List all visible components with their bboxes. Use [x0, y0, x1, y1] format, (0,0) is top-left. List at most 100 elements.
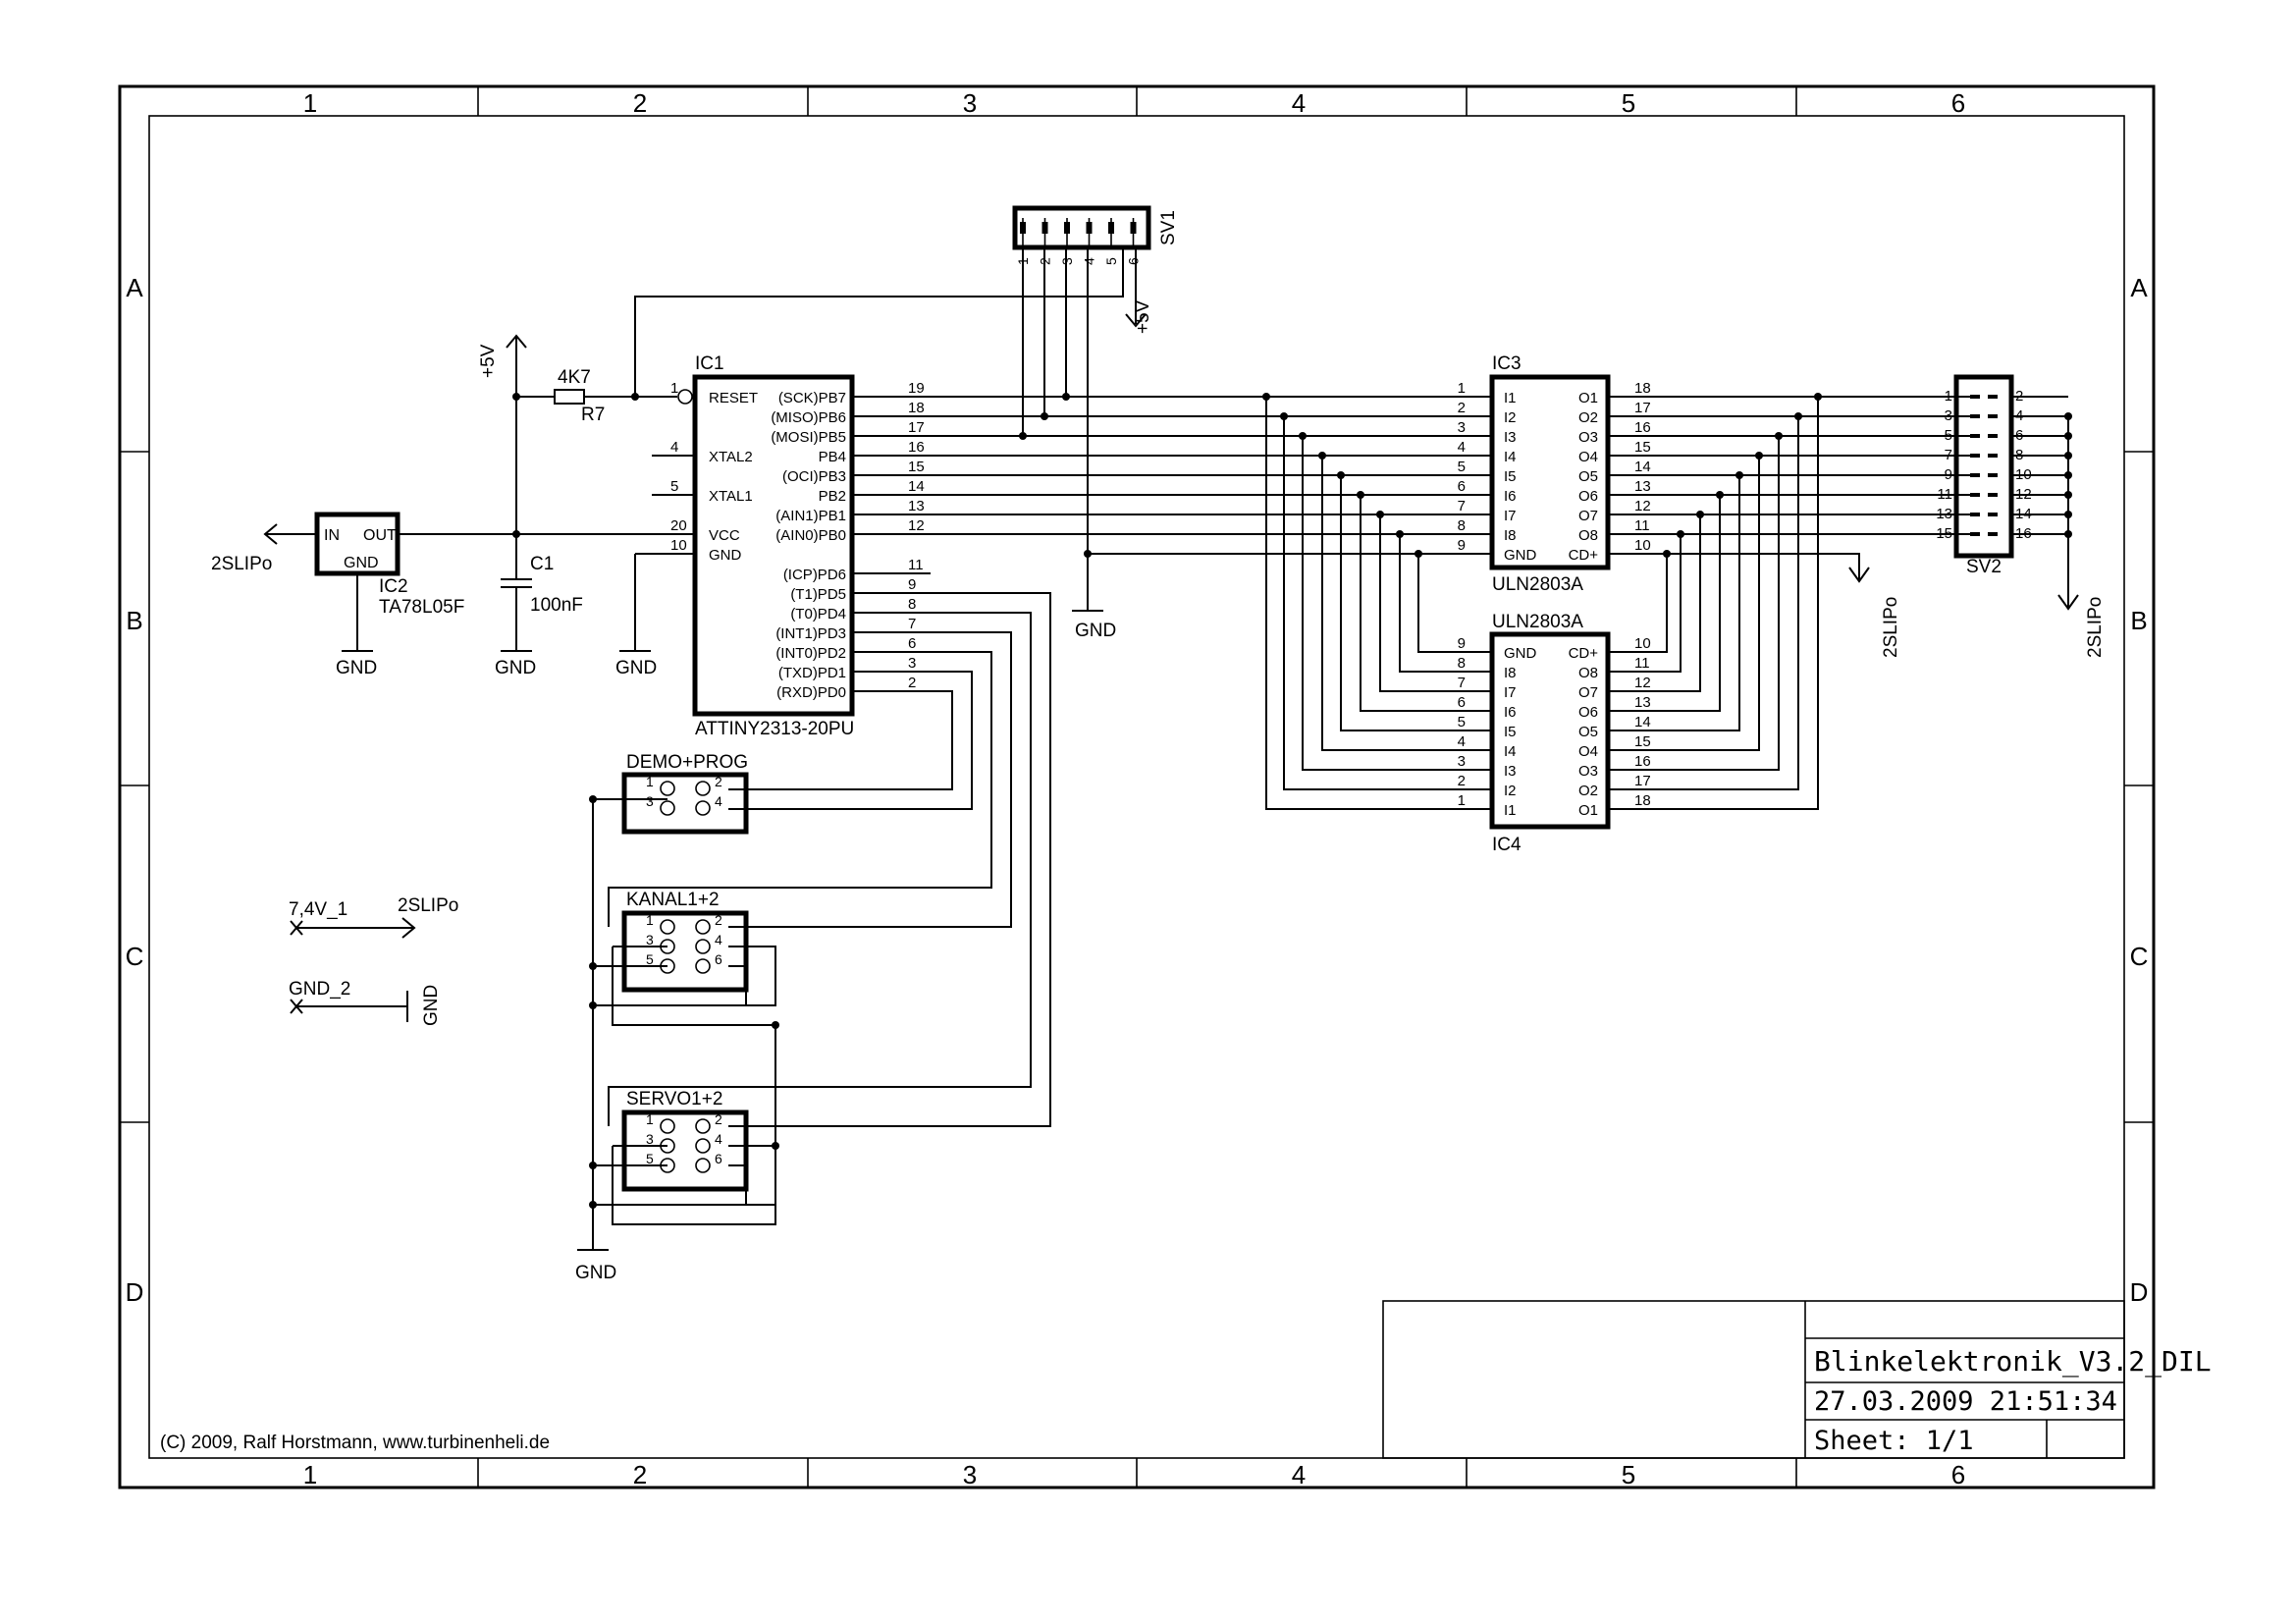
junction-dot — [1062, 393, 1070, 401]
ic3-pin-number: 18 — [1634, 380, 1651, 397]
gnd-label-ic2: GND — [336, 658, 377, 678]
ic1-pin-number: 2 — [908, 675, 916, 691]
ic1-pin-name: GND — [709, 547, 742, 564]
ic1-pin-name: (RXD)PD0 — [776, 684, 846, 701]
ic4-value: ULN2803A — [1492, 612, 1583, 632]
jumper-pad — [695, 919, 711, 935]
ic3-ref: IC3 — [1492, 353, 1522, 374]
jumper-pin-number: 2 — [715, 912, 722, 928]
ic3-pin-name: O5 — [1578, 468, 1598, 485]
ic3-pin-number: 13 — [1634, 478, 1651, 495]
net-gnd2-label: GND_2 — [289, 979, 350, 1000]
sv2-pin — [1988, 454, 1998, 458]
jumper-pin-number: 5 — [646, 951, 654, 967]
c1-value: 100nF — [530, 595, 583, 616]
junction-dot — [2064, 412, 2072, 420]
ic2-pin-gnd: GND — [344, 555, 379, 571]
ic3-pin-name: GND — [1504, 547, 1537, 564]
ic4-pin-name: I7 — [1504, 684, 1517, 701]
row-label: D — [126, 1277, 144, 1307]
ic4-pin-number: 14 — [1634, 714, 1651, 730]
junction-dot — [2064, 511, 2072, 518]
ic4-pin-number: 18 — [1634, 792, 1651, 809]
ic4-pin-number: 3 — [1458, 753, 1466, 770]
row-label: C — [2130, 942, 2149, 971]
ic1-pin-name: (MOSI)PB5 — [771, 429, 846, 446]
jumper-ref: SERVO1+2 — [626, 1089, 722, 1109]
junction-dot — [2064, 471, 2072, 479]
ic3-pin-name: O7 — [1578, 508, 1598, 524]
sv1-pin — [1020, 222, 1026, 234]
ic1-pin-name: (TXD)PD1 — [778, 665, 846, 681]
ic4-pin-name: O8 — [1578, 665, 1598, 681]
sv1-pin — [1108, 222, 1114, 234]
ic2-regulator: IN OUT GND IC2 TA78L05F — [314, 512, 464, 618]
ic3-pin-number: 14 — [1634, 459, 1651, 475]
junction-dot — [1041, 412, 1048, 420]
ic4-pin-name: O5 — [1578, 724, 1598, 740]
row-label: D — [2130, 1277, 2149, 1307]
sv1-header: SV1 — [1012, 205, 1179, 250]
ic4-pin-number: 16 — [1634, 753, 1651, 770]
gnd-label-sv1: GND — [1075, 621, 1116, 641]
jumper-pad — [695, 800, 711, 816]
ic3-pin-name: O6 — [1578, 488, 1598, 505]
ic1-pin-number: 3 — [908, 655, 916, 672]
row-label: B — [126, 606, 142, 635]
junction-dot — [1084, 550, 1092, 558]
ic3-pin-number: 3 — [1458, 419, 1466, 436]
jumper-pad — [660, 800, 675, 816]
ic1-pin-name: (OCI)PB3 — [782, 468, 846, 485]
gnd-label-c1: GND — [495, 658, 536, 678]
copyright-text: (C) 2009, Ralf Horstmann, www.turbinenhe… — [160, 1433, 550, 1453]
jumper-pad — [660, 781, 675, 796]
ic3-pin-name: I2 — [1504, 409, 1517, 426]
ic2-value: TA78L05F — [379, 597, 464, 618]
plus5v-label-sv1: +5V — [1133, 299, 1153, 334]
ic1-pin-number: 4 — [670, 439, 678, 456]
ic1-pin-number: 10 — [670, 537, 687, 554]
ic1-pin-number: 11 — [908, 557, 924, 573]
junction-dot — [772, 1142, 779, 1150]
ic2-ref: IC2 — [379, 576, 408, 597]
ic4-pin-number: 15 — [1634, 733, 1651, 750]
junction-dot — [589, 1162, 597, 1169]
column-label: 6 — [1951, 1460, 1965, 1489]
jumper-pin-number: 5 — [646, 1151, 654, 1166]
ic4-pin-name: I4 — [1504, 743, 1517, 760]
ic1-pin-number: 18 — [908, 400, 925, 416]
jumper-pad — [695, 958, 711, 974]
ic3-pin-number: 5 — [1458, 459, 1466, 475]
ic4-pin-name: I5 — [1504, 724, 1517, 740]
ic4-pin-number: 6 — [1458, 694, 1466, 711]
ic3-pin-number: 1 — [1458, 380, 1466, 397]
sv2-header: SV2 — [1953, 374, 2014, 577]
ic1-ref: IC1 — [695, 353, 724, 374]
ic1-pin-number: 1 — [670, 380, 678, 397]
ic3-pin-number: 16 — [1634, 419, 1651, 436]
net-gnd2: GND_2 GND — [289, 979, 442, 1026]
ic1-pin-number: 19 — [908, 380, 925, 397]
gnd-label-ic1: GND — [615, 658, 657, 678]
ic3-pin-number: 15 — [1634, 439, 1651, 456]
sv2-pin — [1988, 473, 1998, 477]
ic1-pin-number: 20 — [670, 517, 687, 534]
net-7v4: 7,4V_1 2SLIPo — [289, 895, 458, 939]
column-label: 4 — [1292, 1460, 1306, 1489]
net-gnd-label: GND — [421, 985, 442, 1026]
lipo-label-sv2: 2SLIPo — [2085, 597, 2106, 658]
ic3-pin-number: 11 — [1634, 517, 1650, 534]
junction-dot — [589, 962, 597, 970]
ic1-pin-name: (T0)PD4 — [790, 606, 846, 622]
ic1-pin-name: (T1)PD5 — [790, 586, 846, 603]
ic4-pin-name: I3 — [1504, 763, 1517, 780]
jumper-ref: DEMO+PROG — [626, 752, 748, 773]
sv2-pin — [1988, 414, 1998, 418]
ic4-pin-name: I8 — [1504, 665, 1517, 681]
ic1-pin-name: (SCK)PB7 — [778, 390, 846, 406]
row-label: A — [2130, 273, 2148, 302]
junction-dot — [2064, 432, 2072, 440]
sheet-text: Sheet: 1/1 — [1814, 1426, 1974, 1456]
column-label: 1 — [303, 1460, 317, 1489]
ic1-pin-name: PB2 — [819, 488, 846, 505]
